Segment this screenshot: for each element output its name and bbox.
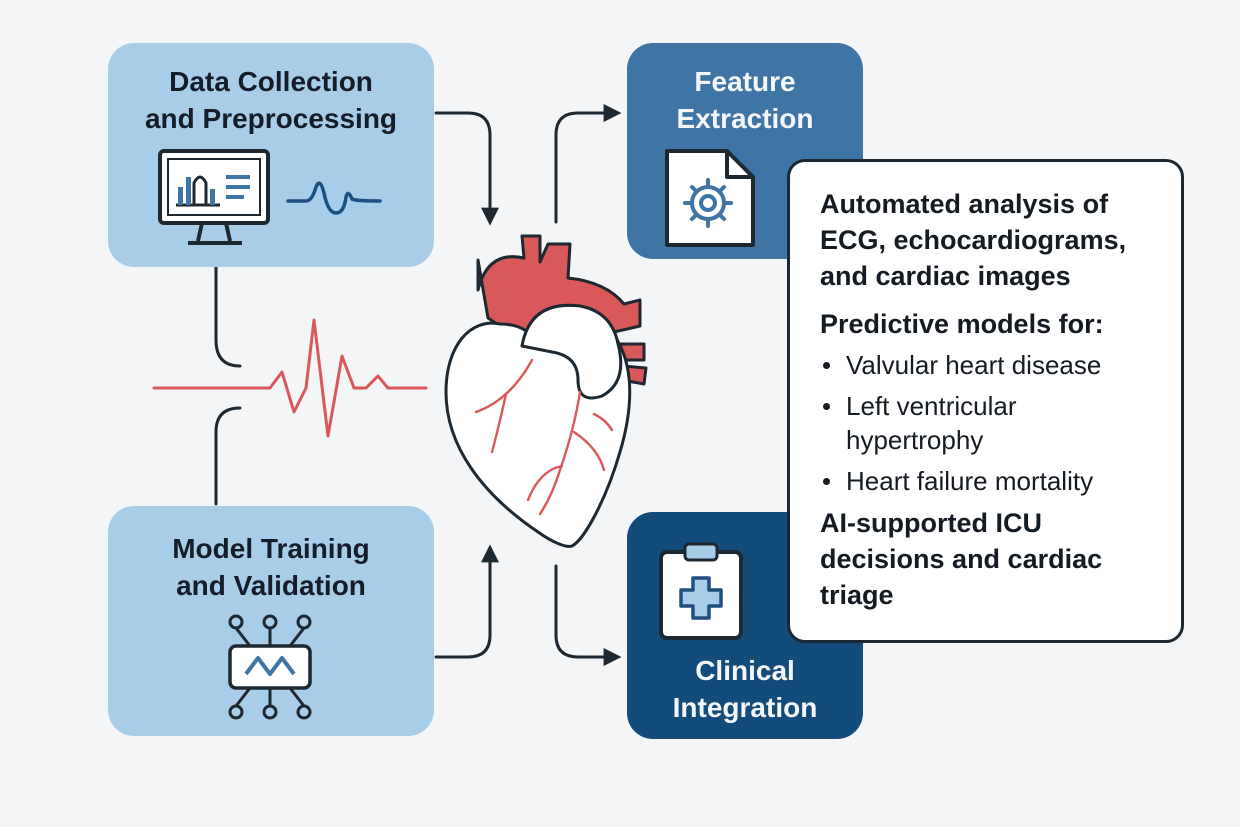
closing-text: AI-supported ICU decisions and cardiac t…	[820, 508, 1103, 610]
info-heading: Automated analysis of ECG, echocardiogra…	[820, 189, 1127, 291]
prediction-list: Valvular heart disease Left ventricular …	[820, 348, 1161, 498]
data-collection-step: Data Collection and Preprocessing	[108, 43, 434, 267]
feature-extraction-title: Feature Extraction	[676, 66, 814, 134]
neural-network-icon	[228, 614, 312, 720]
connector-heart-to-feature	[554, 104, 622, 224]
document-gear-icon	[665, 149, 755, 247]
clinical-integration-title: Clinical Integration	[672, 655, 818, 723]
connector-model-to-heart	[434, 544, 499, 659]
predictive-heading: Predictive models for:	[820, 309, 1104, 339]
ecg-line	[152, 318, 428, 438]
heart-illustration	[444, 234, 648, 548]
connector-left-upper	[214, 265, 242, 368]
monitor-chart-icon	[158, 149, 270, 245]
waveform-icon	[286, 181, 382, 215]
connector-heart-to-clinical	[554, 564, 622, 666]
data-collection-title: Data Collection and Preprocessing	[144, 66, 398, 134]
feature-extraction-step: Feature Extraction	[627, 43, 863, 259]
connector-left-lower	[214, 406, 242, 506]
list-item: Valvular heart disease	[820, 348, 1161, 382]
model-training-title: Model Training and Validation	[172, 533, 370, 601]
clipboard-medical-icon	[659, 542, 743, 640]
connector-data-to-heart	[434, 111, 499, 226]
list-item: Left ventricular hypertrophy	[820, 389, 1161, 457]
model-training-step: Model Training and Validation	[108, 506, 434, 736]
list-item: Heart failure mortality	[820, 464, 1161, 498]
info-panel: Automated analysis of ECG, echocardiogra…	[787, 159, 1184, 643]
